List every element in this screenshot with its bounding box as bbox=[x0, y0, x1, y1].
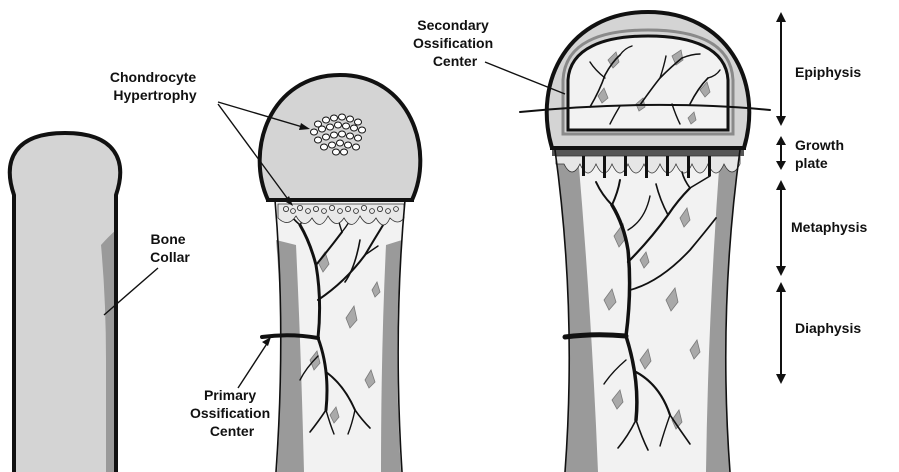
label-chondrocyte-line-1: Chondrocyte bbox=[110, 69, 197, 85]
label-primary-line-3: Center bbox=[210, 423, 255, 439]
label-primary-line-1: Primary bbox=[204, 387, 256, 403]
label-growth-plate-line-2: plate bbox=[795, 155, 828, 171]
label-chondrocyte-hypertrophy: Chondrocyte Hypertrophy bbox=[110, 69, 200, 103]
label-bone-collar-line-1: Bone bbox=[151, 231, 186, 247]
label-epiphysis: Epiphysis bbox=[795, 64, 861, 80]
label-growth-plate: Growth plate bbox=[795, 137, 848, 171]
label-primary-line-2: Ossification bbox=[190, 405, 270, 421]
label-secondary-line-1: Secondary bbox=[417, 17, 489, 33]
stage-2-cartilage-head bbox=[260, 75, 421, 200]
label-growth-plate-line-1: Growth bbox=[795, 137, 844, 153]
text-labels: Chondrocyte Hypertrophy Bone Collar Prim… bbox=[110, 17, 868, 439]
stage-3-mature-bone bbox=[520, 12, 770, 472]
label-secondary-line-2: Ossification bbox=[413, 35, 493, 51]
stage-2-primary-ossification bbox=[260, 75, 421, 472]
label-chondrocyte-line-2: Hypertrophy bbox=[113, 87, 196, 103]
label-secondary-ossification-center: Secondary Ossification Center bbox=[413, 17, 497, 69]
stage-1-cartilage-model bbox=[10, 133, 120, 472]
label-secondary-line-3: Center bbox=[433, 53, 478, 69]
label-primary-ossification-center: Primary Ossification Center bbox=[190, 387, 274, 439]
label-metaphysis: Metaphysis bbox=[791, 219, 867, 235]
label-bone-collar-line-2: Collar bbox=[150, 249, 190, 265]
region-arrows bbox=[776, 12, 786, 384]
label-diaphysis: Diaphysis bbox=[795, 320, 861, 336]
stage-1-cartilage-body bbox=[10, 133, 120, 472]
label-bone-collar: Bone Collar bbox=[150, 231, 190, 265]
